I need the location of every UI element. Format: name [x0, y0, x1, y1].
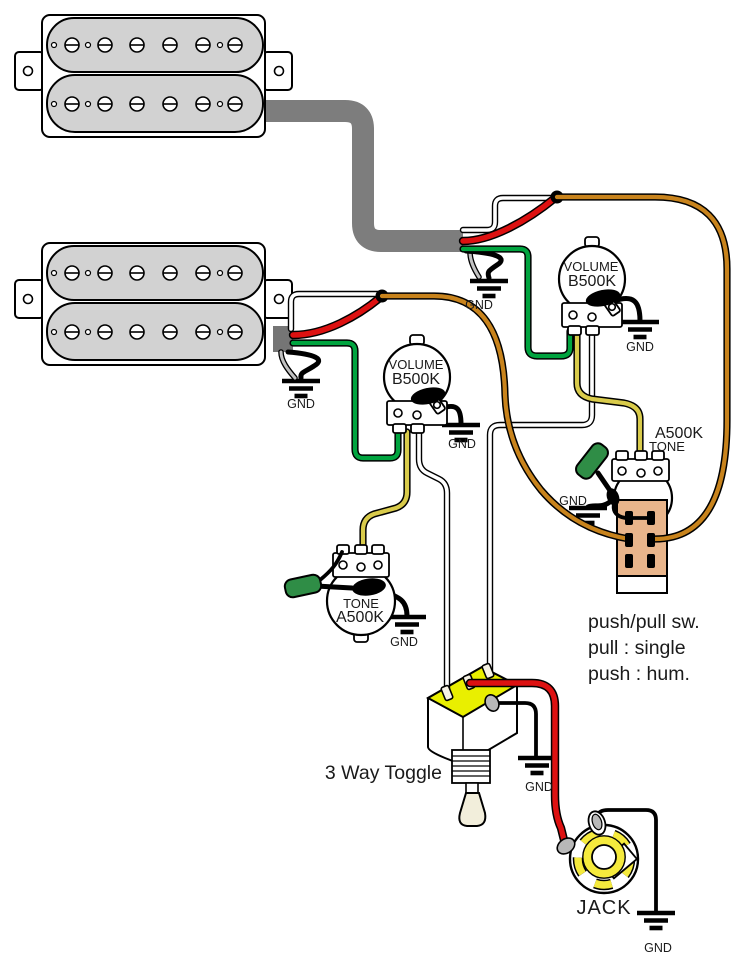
bridge-pickup-white-wire-color [461, 196, 558, 232]
toggle-knob [458, 792, 487, 827]
gnd-label-neck-tone: GND [390, 635, 418, 649]
neck-pickup-green-wire-color [290, 340, 401, 461]
bridge-volume-label: VOLUME [564, 259, 619, 274]
gnd-label-neck-pickup: GND [287, 397, 315, 411]
neck-humbucker-pickup [15, 243, 292, 365]
neck-pickup-red-wire-color [290, 294, 384, 338]
bridge-tone-label: TONE [649, 439, 685, 454]
toggle-to-jack-red-wire-color [467, 680, 567, 843]
neck-volume-pot: VOLUME B500K [382, 334, 452, 434]
bridge-pickup-cable [265, 100, 463, 252]
bridge-volume-pot: VOLUME B500K [557, 236, 627, 336]
bridge-volume-value: B500K [568, 273, 616, 290]
toggle-label: 3 Way Toggle [325, 762, 442, 784]
neck-tone-label: TONE [343, 596, 379, 611]
ground-symbol-bridge-pickup [470, 281, 508, 296]
ground-symbol-toggle [518, 758, 556, 773]
neck-tone-capacitor [283, 573, 323, 599]
ground-symbol-jack [637, 913, 675, 928]
neck-tone-pot: TONE A500K [325, 544, 397, 643]
bridge-tone-ground-wire [585, 498, 614, 510]
gnd-label-jack: GND [644, 941, 672, 955]
bridge-humbucker-pickup [15, 15, 292, 137]
ground-symbol-neck-tone [388, 617, 426, 632]
bridge-orange-wire-color [554, 194, 730, 542]
neck-pickup-cable-stub [273, 326, 293, 352]
neck-pickup-red-wire [288, 292, 386, 340]
jack-label: JACK [576, 897, 631, 919]
toggle-bushing [451, 749, 491, 794]
bridge-tone-solder-blob [606, 488, 620, 506]
neck-volume-to-toggle-wire-color [417, 430, 449, 691]
neck-pickup-ground-wire [285, 349, 322, 381]
jack-ring [583, 836, 625, 878]
bridge-volume-to-tone-yellow-wire-color [574, 329, 643, 459]
bridge-pickup-ground-wire [463, 248, 504, 281]
pushpull-note-line2: pull : single [588, 637, 686, 659]
bridge-volume-to-toggle-wire-color [488, 330, 594, 674]
gnd-label-toggle: GND [525, 780, 553, 794]
neck-orange-wire-color [379, 293, 632, 542]
bridge-tone-value: A500K [655, 425, 703, 442]
gnd-label-bridge-pickup: GND [465, 298, 493, 312]
neck-tone-value: A500K [336, 609, 384, 626]
bridge-pickup-red-wire-color [460, 195, 558, 244]
neck-volume-value: B500K [392, 371, 440, 388]
toggle-ground-wire [495, 701, 538, 758]
neck-volume-label: VOLUME [389, 357, 444, 372]
ground-symbol-bridge-volume [621, 322, 659, 337]
bridge-tone-cap-lead [595, 470, 614, 495]
gnd-label-bridge-volume: GND [626, 340, 654, 354]
jack-ground-lug [591, 813, 603, 831]
neck-pickup-braid-wire-color [279, 350, 297, 380]
pushpull-note-line1: push/pull sw. [588, 611, 700, 633]
jack-hot-lug [556, 837, 576, 855]
pushpull-switch-base [616, 575, 668, 594]
neck-volume-to-tone-yellow-wire-color [360, 429, 410, 559]
output-jack [556, 808, 658, 913]
toggle-side-lug [484, 694, 500, 712]
gnd-label-neck-volume: GND [448, 437, 476, 451]
pushpull-switch-lugs [611, 502, 655, 568]
bridge-pickup-braid-wire-color [468, 250, 481, 279]
neck-tone-cap-lead-to-lug [318, 550, 344, 582]
pushpull-note-line3: push : hum. [588, 663, 690, 685]
bridge-pickup-green-wire-color [460, 246, 573, 359]
ground-symbol-neck-pickup [282, 381, 320, 396]
bridge-pickup-red-wire [458, 193, 560, 246]
bridge-tone-capacitor [575, 442, 609, 480]
gnd-label-bridge-tone: GND [559, 494, 587, 508]
neck-pickup-white-wire-color [289, 292, 383, 331]
